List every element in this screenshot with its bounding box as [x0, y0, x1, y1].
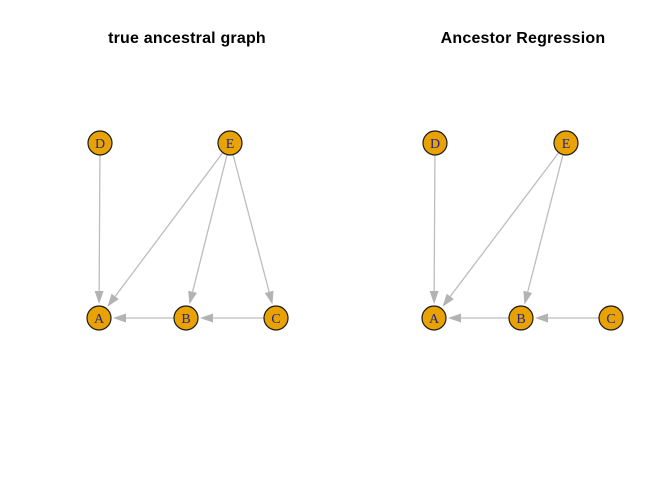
edge-E-B-arrowhead	[523, 290, 533, 305]
node-label-C-left: C	[271, 312, 280, 327]
edge-E-C-line	[232, 154, 270, 293]
node-label-A-right: A	[429, 312, 440, 327]
edge-C-B-arrowhead	[200, 313, 213, 323]
edge-E-B-arrowhead	[188, 290, 197, 305]
node-A-right	[421, 305, 447, 331]
node-label-D-right: D	[430, 137, 440, 152]
node-C-right	[598, 305, 624, 331]
node-B-right	[508, 305, 534, 331]
edge-C-B-arrowhead	[535, 313, 548, 323]
edge-E-A-arrowhead	[107, 293, 119, 307]
node-label-E-left: E	[226, 137, 235, 152]
graph-panel-right: D E A B C	[421, 130, 624, 331]
node-label-A-left: A	[94, 312, 105, 327]
node-label-C-right: C	[606, 312, 615, 327]
edge-B-A-arrowhead	[448, 313, 461, 323]
graph-panel-left: D E A B C	[86, 130, 289, 331]
node-A-left	[86, 305, 112, 331]
node-E-left	[217, 130, 243, 156]
edge-B-A-arrowhead	[113, 313, 126, 323]
node-B-left	[173, 305, 199, 331]
edge-D-A-line	[98, 154, 101, 292]
edge-E-B-line	[527, 154, 564, 293]
node-D-left	[87, 130, 113, 156]
node-label-E-right: E	[562, 137, 571, 152]
edge-D-A-arrowhead	[94, 290, 104, 304]
node-label-D-left: D	[95, 137, 105, 152]
node-label-B-right: B	[516, 312, 525, 327]
node-E-right	[553, 130, 579, 156]
edge-E-A-line	[114, 152, 224, 297]
right-panel-title: Ancestor Regression	[440, 30, 606, 47]
left-panel-title: true ancestral graph	[108, 30, 266, 47]
node-C-left	[263, 305, 289, 331]
edge-E-A-arrowhead	[442, 293, 454, 307]
node-label-B-left: B	[181, 312, 190, 327]
edge-D-A-arrowhead	[429, 290, 439, 304]
edge-D-A-line	[433, 154, 436, 292]
edge-E-C-arrowhead	[264, 290, 274, 305]
edge-E-B-line	[191, 154, 228, 292]
edge-E-A-line	[449, 152, 560, 297]
node-D-right	[422, 130, 448, 156]
